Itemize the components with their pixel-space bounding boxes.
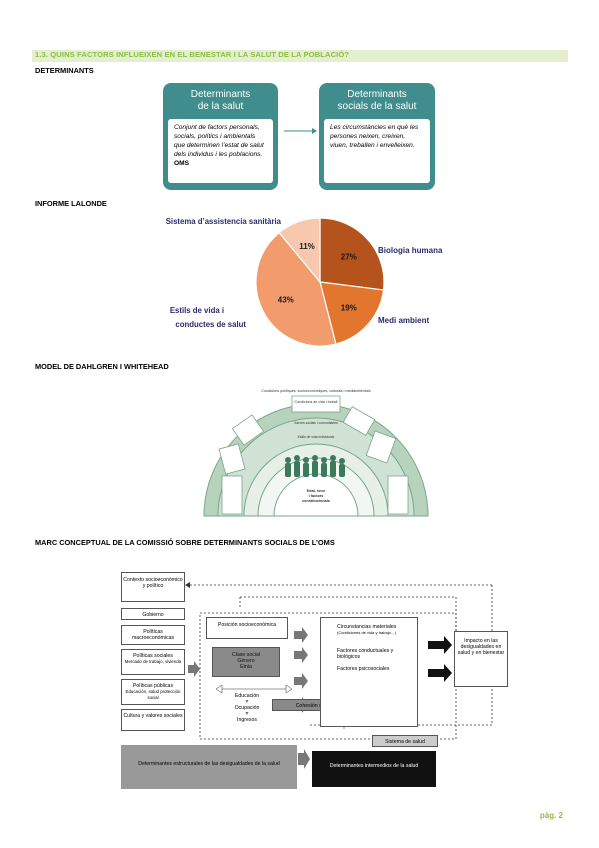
oms-genero: Género xyxy=(237,658,255,664)
section-title-bar xyxy=(32,50,568,62)
oms-contexto: Contexto socioeconómico y político xyxy=(121,572,185,602)
card-right-title-2: socials de la salut xyxy=(337,101,417,112)
oms-estructurales: Determinantes estructurales de las desig… xyxy=(121,745,297,789)
pie-value-label-3: 11% xyxy=(299,242,315,251)
oms-publicas-title: Políticas públicas xyxy=(132,683,174,689)
page-number: pàg. 2 xyxy=(539,811,563,820)
oms-clase-box: Clase social Género Etnia xyxy=(212,647,280,677)
pie-value-label-1: 19% xyxy=(341,303,357,312)
dahlgren-top-box xyxy=(291,395,341,413)
oms-etnia: Etnia xyxy=(240,664,252,670)
card-left-body: Conjunt de factors personals, socials, p… xyxy=(168,119,273,183)
dahlgren-core-2: i factors xyxy=(309,494,324,498)
dahlgren-box xyxy=(218,443,246,475)
dahlgren-core-1: Edat, sexe xyxy=(307,489,326,493)
people-figures-icon xyxy=(285,455,345,477)
pie-slices: 27% 19% 43% 11% xyxy=(255,217,385,347)
pie-label-biologia: Biologia humana xyxy=(378,246,443,255)
down-arrow-icon: ▼ xyxy=(244,699,250,705)
oms-gobierno: Gobierno xyxy=(121,608,185,620)
oms-circunstancias: Circunstancias materiales xyxy=(337,624,397,630)
oms-cultura: Cultura y valores sociales xyxy=(121,709,185,731)
dahlgren-box xyxy=(342,406,376,436)
oms-circunstancias-sub: (Condiciones de vida y trabajo…) xyxy=(337,630,397,635)
pie-chart: 27% 19% 43% 11% Biologia humana Medi ambien… xyxy=(166,217,443,347)
oms-intermedios-box: Circunstancias materiales (Condiciones d… xyxy=(320,617,418,727)
pie-label-estils-1: Estils de vida i xyxy=(170,306,224,315)
dahlgren-inner: Estils de vida individuals xyxy=(298,435,335,439)
oms-conductuales: Factores conductuales y biológicos xyxy=(337,648,394,660)
card-left-title-2: de la salut xyxy=(197,101,244,112)
oms-sociales-title: Políticas sociales xyxy=(133,653,173,659)
oms-posicion: Posición socioeconómica xyxy=(206,617,288,639)
dahlgren-box xyxy=(365,430,397,464)
dahlgren-top: Condicions de vida i treball xyxy=(295,400,338,404)
pie-slice-2 xyxy=(255,231,337,347)
oms-psicosociales: Factores psicosociales xyxy=(337,666,390,672)
oms-publicas: Políticas públicas Educación, salud prot… xyxy=(121,679,185,705)
card-left-text: Conjunt de factors personals, socials, p… xyxy=(174,124,264,158)
card-right-body: Les circumstàncies en què les persones n… xyxy=(324,119,430,183)
card-left-title-1: Determinants xyxy=(190,89,251,100)
oms-ladder: Educación ▼ Ocupación ▼ Ingresos xyxy=(206,693,288,723)
dahlgren-box xyxy=(231,414,265,446)
oms-ingresos: Ingresos xyxy=(237,717,257,723)
dahlgren-diagram: Condicions de vida i treball Condicions … xyxy=(203,389,429,517)
pie-label-medi: Medi ambient xyxy=(378,316,429,325)
pie-label-estils-2: conductes de salut xyxy=(175,320,246,329)
pie-slice-1 xyxy=(319,281,385,345)
pie-slice-3 xyxy=(278,217,321,284)
oms-sociales: Políticas sociales Mercado de trabajo, v… xyxy=(121,649,185,675)
dahlgren-outer: Condicions polítiques, socioeconòmiques,… xyxy=(261,389,370,393)
dahlgren-box xyxy=(221,475,243,515)
pie-label-sistema: Sistema d’assistencia sanitària xyxy=(166,217,282,226)
oms-intermedios: Determinantes intermedios de la salud xyxy=(312,751,436,787)
oms-publicas-sub: Educación, salud protección social xyxy=(125,689,181,700)
oms-sociales-sub: Mercado de trabajo, vivienda xyxy=(124,659,182,664)
heading-dahlgren: MODEL DE DAHLGREN I WHITEHEAD xyxy=(35,362,169,371)
oms-impacto: Impacto en las desigualdades en salud y … xyxy=(454,631,508,687)
dahlgren-core-3: constitucionals xyxy=(302,499,330,503)
oms-ocupacion: Ocupación xyxy=(234,705,260,711)
card-determinants-salut: Determinants de la salut Conjunt de fact… xyxy=(163,83,278,190)
card-determinants-socials: Determinants socials de la salut Les cir… xyxy=(319,83,435,190)
down-arrow-icon: ▼ xyxy=(244,711,250,717)
dahlgren-middle: Xarxes socials i comunitàries xyxy=(294,421,338,425)
arrow-right-icon xyxy=(284,128,317,134)
oms-diagram: Contexto socioeconómico y político Gobie… xyxy=(116,565,513,793)
rainbow-core xyxy=(273,473,359,517)
oms-educacion: Educación xyxy=(234,693,260,699)
pie-slice-0 xyxy=(319,217,385,291)
oms-macro: Políticas macroeconómicas xyxy=(121,625,185,645)
heading-lalonde: INFORME LALONDE xyxy=(35,199,107,208)
heading-determinants: DETERMINANTS xyxy=(35,66,94,75)
pie-value-label-0: 27% xyxy=(341,253,357,262)
section-title: 1.3. QUINS FACTORS INFLUEIXEN EN EL BENE… xyxy=(35,50,350,59)
oms-sistema: Sistema de salud xyxy=(372,735,438,747)
heading-oms: MARC CONCEPTUAL DE LA COMISSIÓ SOBRE DET… xyxy=(35,538,335,547)
dahlgren-box xyxy=(387,475,409,515)
pie-value-label-2: 43% xyxy=(278,295,294,304)
oms-clase: Clase social xyxy=(232,652,260,658)
card-left-source: OMS xyxy=(174,160,190,167)
card-right-title-1: Determinants xyxy=(347,89,407,100)
